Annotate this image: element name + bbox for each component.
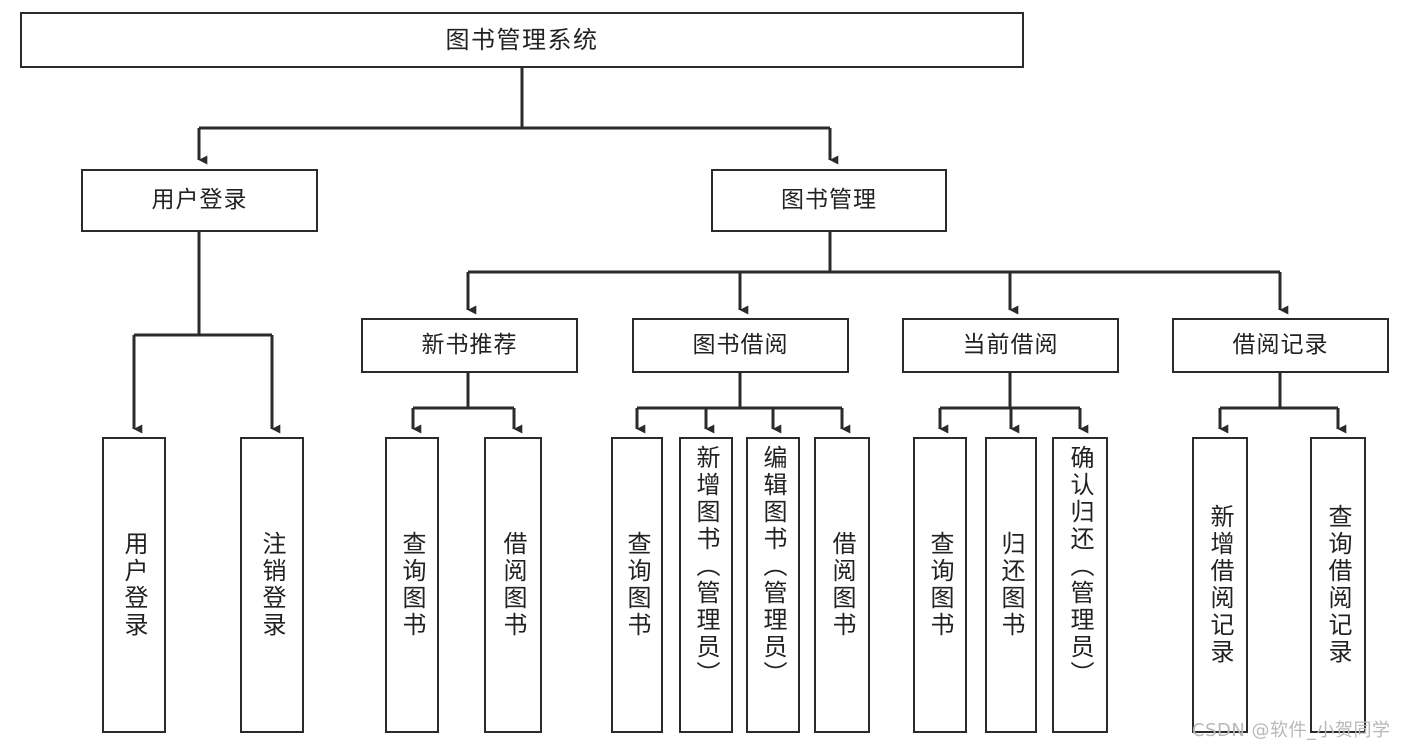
- node-book-borrow[interactable]: 图书借阅: [632, 318, 849, 373]
- node-leaf-query-book-2-label: 查询图书: [623, 531, 651, 639]
- node-leaf-return-book-label: 归还图书: [997, 531, 1025, 639]
- node-leaf-add-book[interactable]: 新增图书（管理员）: [679, 437, 733, 733]
- edge-userlogin-to-leaves: [132, 232, 281, 434]
- node-user-login[interactable]: 用户登录: [81, 169, 318, 232]
- node-leaf-query-book-1[interactable]: 查询图书: [385, 437, 439, 733]
- node-leaf-borrow-book-1-label: 借阅图书: [499, 531, 527, 639]
- node-book-borrow-label: 图书借阅: [692, 331, 789, 358]
- node-root-label: 图书管理系统: [445, 25, 599, 54]
- node-current-borrow[interactable]: 当前借阅: [902, 318, 1119, 373]
- node-borrow-record[interactable]: 借阅记录: [1172, 318, 1389, 373]
- node-leaf-edit-book-label: 编辑图书（管理员）: [759, 445, 787, 688]
- node-leaf-borrow-book-2-label: 借阅图书: [828, 531, 856, 639]
- edge-newbookrec-to-leaves: [411, 373, 523, 434]
- node-leaf-add-record[interactable]: 新增借阅记录: [1192, 437, 1248, 733]
- node-current-borrow-label: 当前借阅: [962, 331, 1059, 358]
- node-borrow-record-label: 借阅记录: [1232, 331, 1329, 358]
- node-leaf-return-book[interactable]: 归还图书: [985, 437, 1037, 733]
- node-book-manage-label: 图书管理: [781, 186, 877, 213]
- node-leaf-query-record[interactable]: 查询借阅记录: [1310, 437, 1366, 733]
- node-leaf-logout-label: 注销登录: [258, 531, 286, 639]
- node-leaf-borrow-book-1[interactable]: 借阅图书: [484, 437, 542, 733]
- node-new-book-recommend-label: 新书推荐: [421, 331, 518, 358]
- node-new-book-recommend[interactable]: 新书推荐: [361, 318, 578, 373]
- node-leaf-user-login-label: 用户登录: [120, 531, 148, 639]
- edge-bookborrow-to-leaves: [635, 373, 851, 434]
- node-leaf-query-book-2[interactable]: 查询图书: [611, 437, 663, 733]
- edge-currentborrow-to-leaves: [938, 373, 1089, 434]
- node-leaf-confirm-return[interactable]: 确认归还（管理员）: [1052, 437, 1108, 733]
- node-leaf-add-record-label: 新增借阅记录: [1206, 504, 1234, 666]
- node-user-login-label: 用户登录: [151, 186, 248, 213]
- node-leaf-add-book-label: 新增图书（管理员）: [692, 445, 720, 688]
- node-leaf-logout[interactable]: 注销登录: [240, 437, 304, 733]
- edge-borrowrecord-to-leaves: [1218, 373, 1347, 434]
- node-leaf-confirm-return-label: 确认归还（管理员）: [1066, 445, 1094, 688]
- node-book-manage[interactable]: 图书管理: [711, 169, 947, 232]
- node-leaf-user-login[interactable]: 用户登录: [102, 437, 166, 733]
- node-leaf-borrow-book-2[interactable]: 借阅图书: [814, 437, 870, 733]
- node-leaf-edit-book[interactable]: 编辑图书（管理员）: [746, 437, 800, 733]
- edge-bookmanage-to-level2: [466, 232, 1289, 315]
- node-root[interactable]: 图书管理系统: [20, 12, 1024, 68]
- node-leaf-query-book-3[interactable]: 查询图书: [913, 437, 967, 733]
- node-leaf-query-record-label: 查询借阅记录: [1324, 504, 1352, 666]
- node-leaf-query-book-1-label: 查询图书: [398, 531, 426, 639]
- node-leaf-query-book-3-label: 查询图书: [926, 531, 954, 639]
- edge-root-to-level1: [197, 68, 839, 165]
